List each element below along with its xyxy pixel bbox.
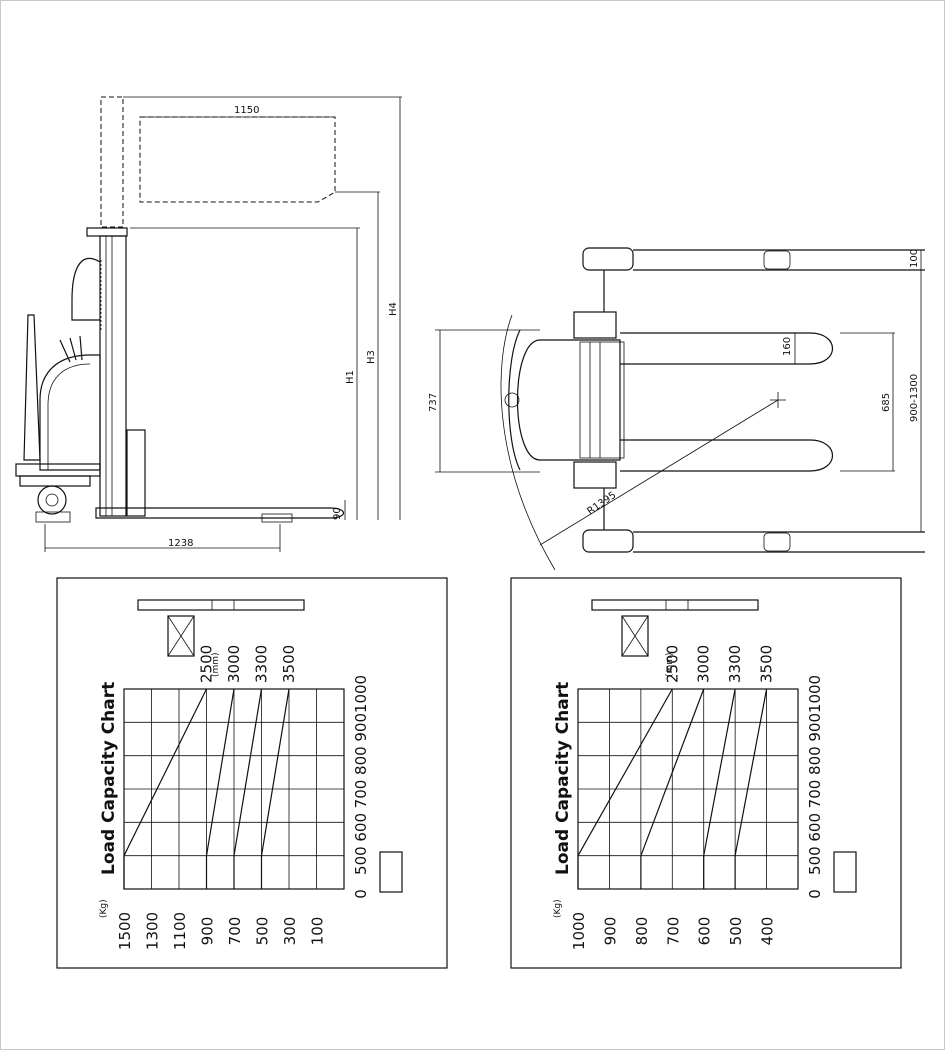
dim-outrigger-width: 100 — [909, 249, 920, 268]
series-line-3300 — [233, 688, 263, 889]
y-tick-label: 600 — [696, 917, 714, 946]
series-line-3500 — [734, 688, 768, 889]
y-tick-label: 700 — [664, 917, 682, 946]
x-tick-label: 0 — [806, 889, 824, 899]
top-view — [435, 247, 925, 571]
x-unit-label: (mm) — [665, 652, 675, 677]
x-tick-label: 800 — [352, 746, 370, 775]
side-view — [15, 96, 402, 552]
load-box-icon-cross — [621, 615, 649, 657]
x-tick-label: 500 — [806, 846, 824, 875]
y-tick-label: 300 — [281, 917, 299, 946]
dim-outrigger-span: 900-1300 — [909, 374, 920, 422]
y-unit-label: (Kg) — [553, 899, 563, 918]
y-tick-label: 500 — [727, 917, 745, 946]
dim-overall-length: 1238 — [168, 538, 193, 549]
x-unit-label: (mm) — [211, 652, 221, 677]
load-box-icon-small — [379, 851, 403, 893]
series-line-2500 — [123, 688, 208, 889]
series-line-3000 — [205, 688, 235, 889]
label-h4: H4 — [388, 302, 399, 316]
y-tick-label: 100 — [309, 917, 327, 946]
chart-title: Load Capacity Chart — [99, 682, 119, 875]
x-tick-label: 900 — [352, 713, 370, 742]
series-line-3500 — [260, 688, 290, 889]
x-tick-label: 700 — [806, 780, 824, 809]
series-label: 3000 — [225, 645, 243, 683]
dim-fork-width: 160 — [782, 337, 793, 356]
dim-lowered-height: 90 — [332, 507, 343, 520]
load-capacity-chart-2: Load Capacity Chart (mm) (Kg) 0 500 600 700… — [510, 577, 902, 969]
x-tick-label: 900 — [806, 713, 824, 742]
x-tick-label: 1000 — [352, 675, 370, 713]
y-tick-label: 1000 — [570, 912, 588, 950]
dim-turning-radius: R1395 — [585, 490, 618, 518]
load-box-icon — [167, 615, 195, 657]
series-label: 3500 — [280, 645, 298, 683]
dim-fork-length: 1150 — [234, 105, 259, 116]
dim-width: 737 — [428, 393, 439, 412]
series-label: 3300 — [726, 645, 744, 683]
label-h1: H1 — [345, 370, 356, 384]
fork-pictogram-mark — [665, 599, 689, 611]
series-line-2500 — [577, 688, 673, 889]
load-capacity-chart-1: Load Capacity Chart (mm) (Kg) 0 500 600 700… — [56, 577, 448, 969]
y-tick-label: 500 — [254, 917, 272, 946]
label-h3: H3 — [366, 350, 377, 364]
fork-pictogram — [591, 599, 759, 611]
x-tick-label: 800 — [806, 746, 824, 775]
load-box-icon-small — [833, 851, 857, 893]
fork-pictogram — [137, 599, 305, 611]
load-box-icon — [621, 615, 649, 657]
y-tick-label: 700 — [226, 917, 244, 946]
y-tick-label: 900 — [601, 917, 619, 946]
y-tick-label: 1100 — [171, 912, 189, 950]
x-tick-label: 0 — [352, 889, 370, 899]
x-tick-label: 500 — [352, 846, 370, 875]
series-label: 2500 — [663, 645, 681, 683]
series-label: 2500 — [198, 645, 216, 683]
series-line-3000 — [640, 688, 705, 889]
x-tick-label: 1000 — [806, 675, 824, 713]
x-tick-label: 600 — [806, 813, 824, 842]
series-label: 3500 — [758, 645, 776, 683]
series-label: 3000 — [695, 645, 713, 683]
y-tick-label: 1500 — [116, 912, 134, 950]
dim-fork-spread: 685 — [881, 393, 892, 412]
series-line-3300 — [703, 688, 736, 889]
y-tick-label: 900 — [199, 917, 217, 946]
series-label: 3300 — [253, 645, 271, 683]
y-tick-label: 1300 — [144, 912, 162, 950]
y-unit-label: (Kg) — [99, 899, 109, 918]
fork-pictogram-mark — [211, 599, 235, 611]
load-box-icon-cross — [167, 615, 195, 657]
y-tick-label: 400 — [759, 917, 777, 946]
x-tick-label: 700 — [352, 780, 370, 809]
x-tick-label: 600 — [352, 813, 370, 842]
chart-title: Load Capacity Chart — [553, 682, 573, 875]
y-tick-label: 800 — [633, 917, 651, 946]
